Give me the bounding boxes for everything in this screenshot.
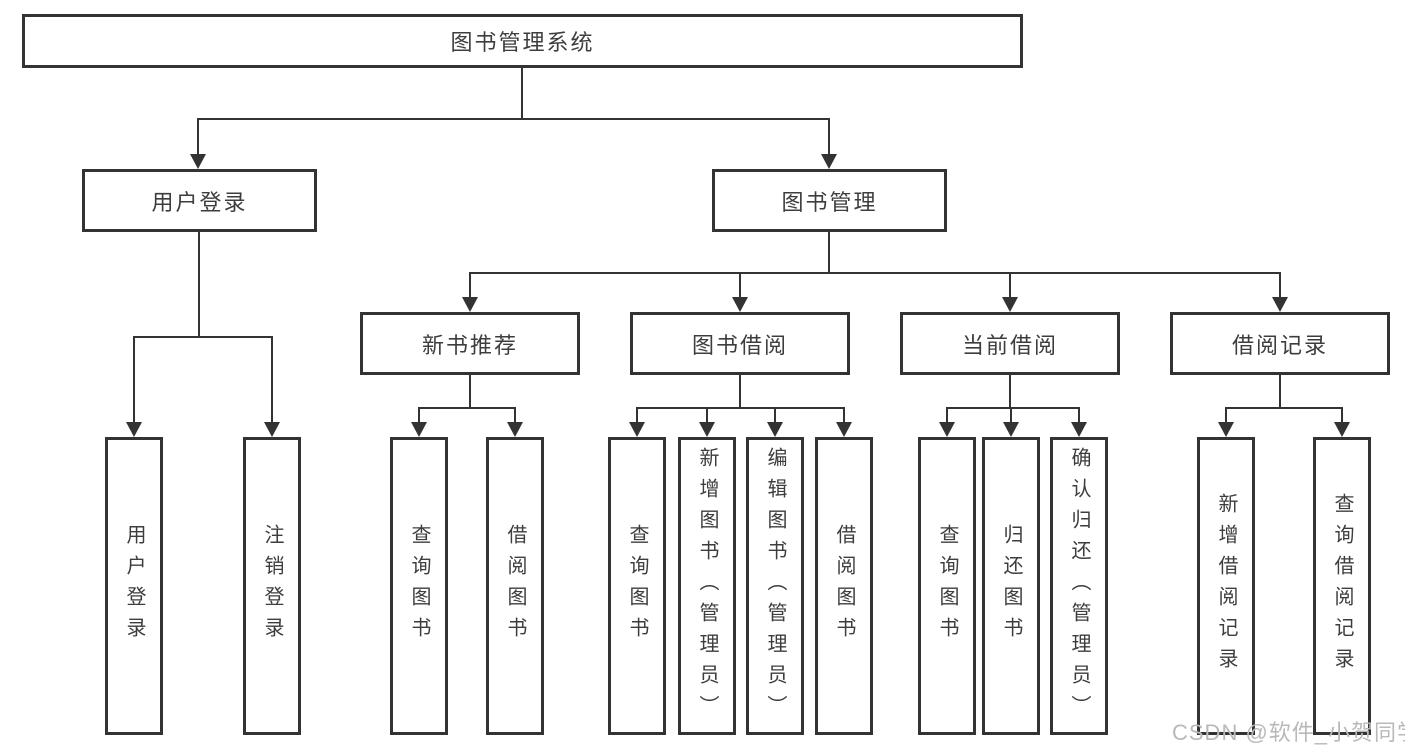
connector-line [1009, 375, 1011, 407]
arrow-down-icon [462, 272, 478, 312]
node-label: 图书管理系统 [450, 30, 595, 55]
leaf-add-books-admin: 新增图书（管理员） [678, 437, 736, 735]
arrow-down-icon [264, 336, 280, 437]
leaf-query-books-borrowing: 查询图书 [608, 437, 666, 735]
arrow-down-icon [190, 118, 206, 169]
connector-line [636, 407, 845, 409]
leaf-query-borrow-record: 查询借阅记录 [1313, 437, 1371, 735]
leaf-borrow-books-recommend: 借阅图书 [486, 437, 544, 735]
arrow-down-icon [836, 407, 852, 437]
node-label: 查询图书 [408, 524, 430, 648]
leaf-query-books-current: 查询图书 [918, 437, 976, 735]
node-label: 查询图书 [936, 524, 958, 648]
node-label: 查询图书 [626, 524, 648, 648]
leaf-query-books-recommend: 查询图书 [390, 437, 448, 735]
connector-line [521, 68, 523, 118]
arrow-down-icon [1334, 407, 1350, 437]
node-book-management: 图书管理 [712, 169, 947, 232]
arrow-down-icon [821, 118, 837, 169]
connector-line [469, 375, 471, 407]
connector-line [946, 407, 1080, 409]
node-label: 当前借阅 [961, 332, 1058, 358]
node-label: 图书借阅 [691, 332, 788, 358]
arrow-down-icon [1003, 407, 1019, 437]
node-label: 用户登录 [123, 524, 145, 648]
connector-line [198, 232, 200, 336]
leaf-return-books: 归还图书 [982, 437, 1040, 735]
leaf-edit-books-admin: 编辑图书（管理员） [746, 437, 804, 735]
connector-line [739, 375, 741, 407]
node-label: 借阅图书 [504, 524, 526, 648]
node-label: 用户登录 [151, 189, 248, 215]
node-label: 图书管理 [781, 189, 878, 215]
connector-line [1279, 375, 1281, 407]
node-book-borrowing: 图书借阅 [630, 312, 850, 375]
arrow-down-icon [732, 272, 748, 312]
connector-line [1225, 407, 1343, 409]
node-label: 归还图书 [1000, 524, 1022, 648]
arrow-down-icon [1272, 272, 1288, 312]
node-label: 新书推荐 [421, 332, 518, 358]
node-label: 确认归还（管理员） [1068, 446, 1090, 726]
connector-line [828, 232, 830, 272]
arrow-down-icon [1002, 272, 1018, 312]
node-label: 注销登录 [261, 524, 283, 648]
connector-line [418, 407, 516, 409]
arrow-down-icon [939, 407, 955, 437]
arrow-down-icon [629, 407, 645, 437]
connector-line [197, 118, 830, 120]
node-label: 编辑图书（管理员） [764, 446, 786, 726]
arrow-down-icon [699, 407, 715, 437]
node-current-borrowing: 当前借阅 [900, 312, 1120, 375]
node-new-book-recommend: 新书推荐 [360, 312, 580, 375]
node-library-management-system: 图书管理系统 [22, 14, 1023, 68]
node-borrowing-records: 借阅记录 [1170, 312, 1390, 375]
leaf-confirm-return-admin: 确认归还（管理员） [1050, 437, 1108, 735]
arrow-down-icon [411, 407, 427, 437]
node-label: 新增图书（管理员） [696, 446, 718, 726]
node-label: 新增借阅记录 [1215, 493, 1237, 679]
arrow-down-icon [126, 336, 142, 437]
node-label: 查询借阅记录 [1331, 493, 1353, 679]
node-label: 借阅图书 [833, 524, 855, 648]
leaf-logout: 注销登录 [243, 437, 301, 735]
leaf-user-login: 用户登录 [105, 437, 163, 735]
connector-line [133, 336, 273, 338]
node-user-login: 用户登录 [82, 169, 317, 232]
leaf-borrow-books: 借阅图书 [815, 437, 873, 735]
connector-line [469, 272, 1281, 274]
node-label: 借阅记录 [1231, 332, 1328, 358]
leaf-add-borrow-record: 新增借阅记录 [1197, 437, 1255, 735]
arrow-down-icon [767, 407, 783, 437]
arrow-down-icon [507, 407, 523, 437]
arrow-down-icon [1218, 407, 1234, 437]
csdn-watermark: CSDN @软件_小贺同学 [1172, 720, 1405, 745]
arrow-down-icon [1071, 407, 1087, 437]
